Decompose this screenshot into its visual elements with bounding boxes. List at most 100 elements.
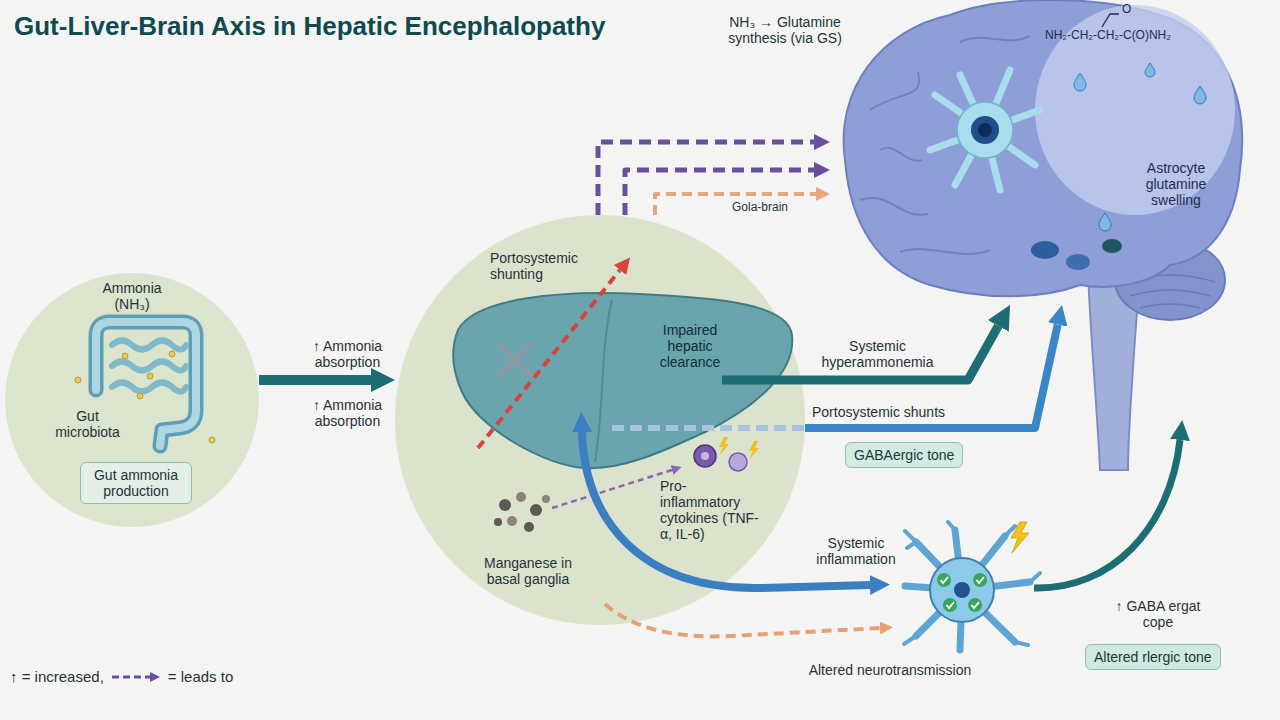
receptor-check-part bbox=[937, 573, 951, 587]
process-box: Gut ammonia production bbox=[80, 462, 192, 504]
microbe-dots-part bbox=[147, 373, 153, 379]
neuron-nucleus bbox=[954, 582, 970, 598]
ammonia-flow-stub bbox=[722, 376, 805, 385]
neurotransmission-arrow bbox=[605, 604, 880, 636]
astrocyte bbox=[930, 70, 1040, 190]
cytokine-cells-part bbox=[729, 453, 747, 471]
connector-arrow bbox=[805, 326, 998, 380]
edge-label: Portosystemic shunts bbox=[812, 404, 982, 420]
cerebrum bbox=[844, 0, 1243, 296]
brain-shape bbox=[830, 0, 1250, 305]
process-label: Pro-inflammatory cytokines (TNF-α, IL-6) bbox=[660, 478, 760, 542]
small-intestine bbox=[112, 341, 186, 392]
blocked-symbol bbox=[500, 345, 530, 375]
liver-circle-shape bbox=[395, 215, 805, 625]
title: Gut-Liver-Brain Axis in Hepatic Encephal… bbox=[14, 10, 605, 42]
brain-region: NH₂-CH₂-CH₂-C(O)NH₂ Astrocyte glutamine s… bbox=[830, 0, 1250, 305]
receptor-check-part bbox=[947, 602, 955, 608]
manganese-particles-part bbox=[499, 499, 511, 511]
cytokine-cells-part bbox=[749, 441, 759, 460]
astrocyte-part bbox=[971, 116, 999, 144]
legend-arrow-sample-part bbox=[150, 672, 160, 682]
legend-arrow-sample-part bbox=[112, 676, 150, 679]
cytokine-cells-part bbox=[719, 437, 729, 456]
effect-box: Altered rlergic tone bbox=[1085, 644, 1221, 670]
astrocyte-part bbox=[930, 70, 1040, 190]
swollen-cells-part bbox=[1031, 241, 1059, 259]
liver-circle-fill bbox=[395, 215, 805, 625]
dendrite-branch bbox=[904, 522, 1040, 645]
legend-label: = leads to bbox=[168, 668, 233, 686]
astrocyte-part bbox=[978, 123, 992, 137]
receptor-check-part bbox=[943, 598, 957, 612]
organ-label: Gut microbiota bbox=[50, 408, 125, 440]
dendrite bbox=[905, 530, 1030, 650]
process-label: Portosystemic shunting bbox=[490, 250, 600, 282]
liver-circle-shape-part bbox=[395, 215, 880, 636]
receptor-check-part bbox=[972, 602, 980, 608]
manganese-particles-part bbox=[494, 518, 502, 526]
connector-arrow bbox=[655, 194, 816, 215]
arrow-label: Altered neurotransmission bbox=[790, 662, 990, 678]
receptor-check bbox=[937, 573, 951, 587]
receptor-check-part bbox=[968, 598, 982, 612]
legend: ↑ = increased, = leads to bbox=[10, 668, 233, 686]
chemical-formula: NH₂-CH₂-CH₂-C(O)NH₂ bbox=[1045, 28, 1171, 42]
swollen-cells-part bbox=[1066, 254, 1090, 270]
receptor-check-part bbox=[977, 577, 985, 583]
gut-circle-shape-part bbox=[5, 273, 259, 527]
receptor-check bbox=[968, 598, 982, 612]
atom-label: O bbox=[1122, 2, 1131, 16]
swollen-cells-part bbox=[1102, 239, 1122, 253]
manganese-to-cytokine-arrow bbox=[552, 470, 672, 508]
manganese-particles-part bbox=[516, 492, 526, 502]
connector-arrow bbox=[805, 325, 1058, 429]
receptor-check-part bbox=[973, 573, 987, 587]
manganese-particles-part bbox=[542, 495, 550, 503]
edge-label: Gola-brain bbox=[715, 200, 805, 214]
effect-box: GABAergic tone bbox=[845, 442, 963, 468]
manganese-particles bbox=[494, 492, 550, 532]
receptor-check bbox=[973, 573, 987, 587]
legend-label: ↑ = increased, bbox=[10, 668, 104, 686]
lightning-symbol bbox=[1011, 522, 1029, 553]
gut-circle: Ammonia (NH₃) Gut microbiotaGut ammonia p… bbox=[5, 273, 259, 527]
organ-label: Ammonia (NH₃) bbox=[92, 280, 172, 312]
swollen-cells bbox=[1031, 239, 1122, 270]
process-label: Impaired hepatic clearance bbox=[648, 322, 732, 370]
liver-lobe-line bbox=[595, 300, 612, 462]
microbe-dots-part bbox=[137, 393, 143, 399]
box-label: GABAergic tone bbox=[854, 447, 954, 463]
astrocyte-part bbox=[957, 102, 1013, 158]
cytokine-cells bbox=[694, 437, 759, 471]
arrow-label: ↑ Ammonia absorption bbox=[300, 397, 395, 429]
edge-label: ↑ Ammonia absorption bbox=[300, 338, 395, 370]
connector-arrow bbox=[259, 375, 371, 385]
box-label: Altered rlergic tone bbox=[1094, 649, 1212, 665]
process-label: Manganese in basal ganglia bbox=[478, 555, 578, 587]
neuron bbox=[904, 522, 1040, 650]
shunt-flow-line bbox=[612, 425, 805, 431]
edge-label: Systemic hyperammonemia bbox=[810, 338, 945, 370]
water-droplets-part bbox=[1074, 73, 1086, 91]
cytokine-cells-part bbox=[701, 452, 709, 460]
microbe-dots-part bbox=[209, 437, 215, 443]
zoom-callout bbox=[1035, 5, 1235, 215]
arrow-label: ↑ GABA ergat cope bbox=[1108, 598, 1208, 630]
shunt-arrow bbox=[478, 270, 620, 448]
legend-arrow-sample bbox=[110, 670, 162, 684]
receptor-check bbox=[943, 598, 957, 612]
water-droplets-part bbox=[1194, 86, 1206, 104]
water-droplets-part bbox=[1145, 63, 1155, 77]
gut-circle-fill bbox=[5, 273, 259, 527]
microbe-dots-part bbox=[75, 377, 81, 383]
arrow-label: Systemic inflammation bbox=[815, 535, 897, 567]
microbe-dots-part bbox=[169, 351, 175, 357]
brain-shape-part bbox=[844, 0, 1243, 470]
connector-arrow bbox=[598, 142, 814, 215]
liver-circle: Portosystemic shuntingImpaired hepatic c… bbox=[395, 215, 805, 625]
process-label: Astrocyte glutamine swelling bbox=[1126, 160, 1226, 208]
chemical-bond bbox=[1102, 14, 1119, 27]
neuron-body bbox=[930, 558, 994, 622]
